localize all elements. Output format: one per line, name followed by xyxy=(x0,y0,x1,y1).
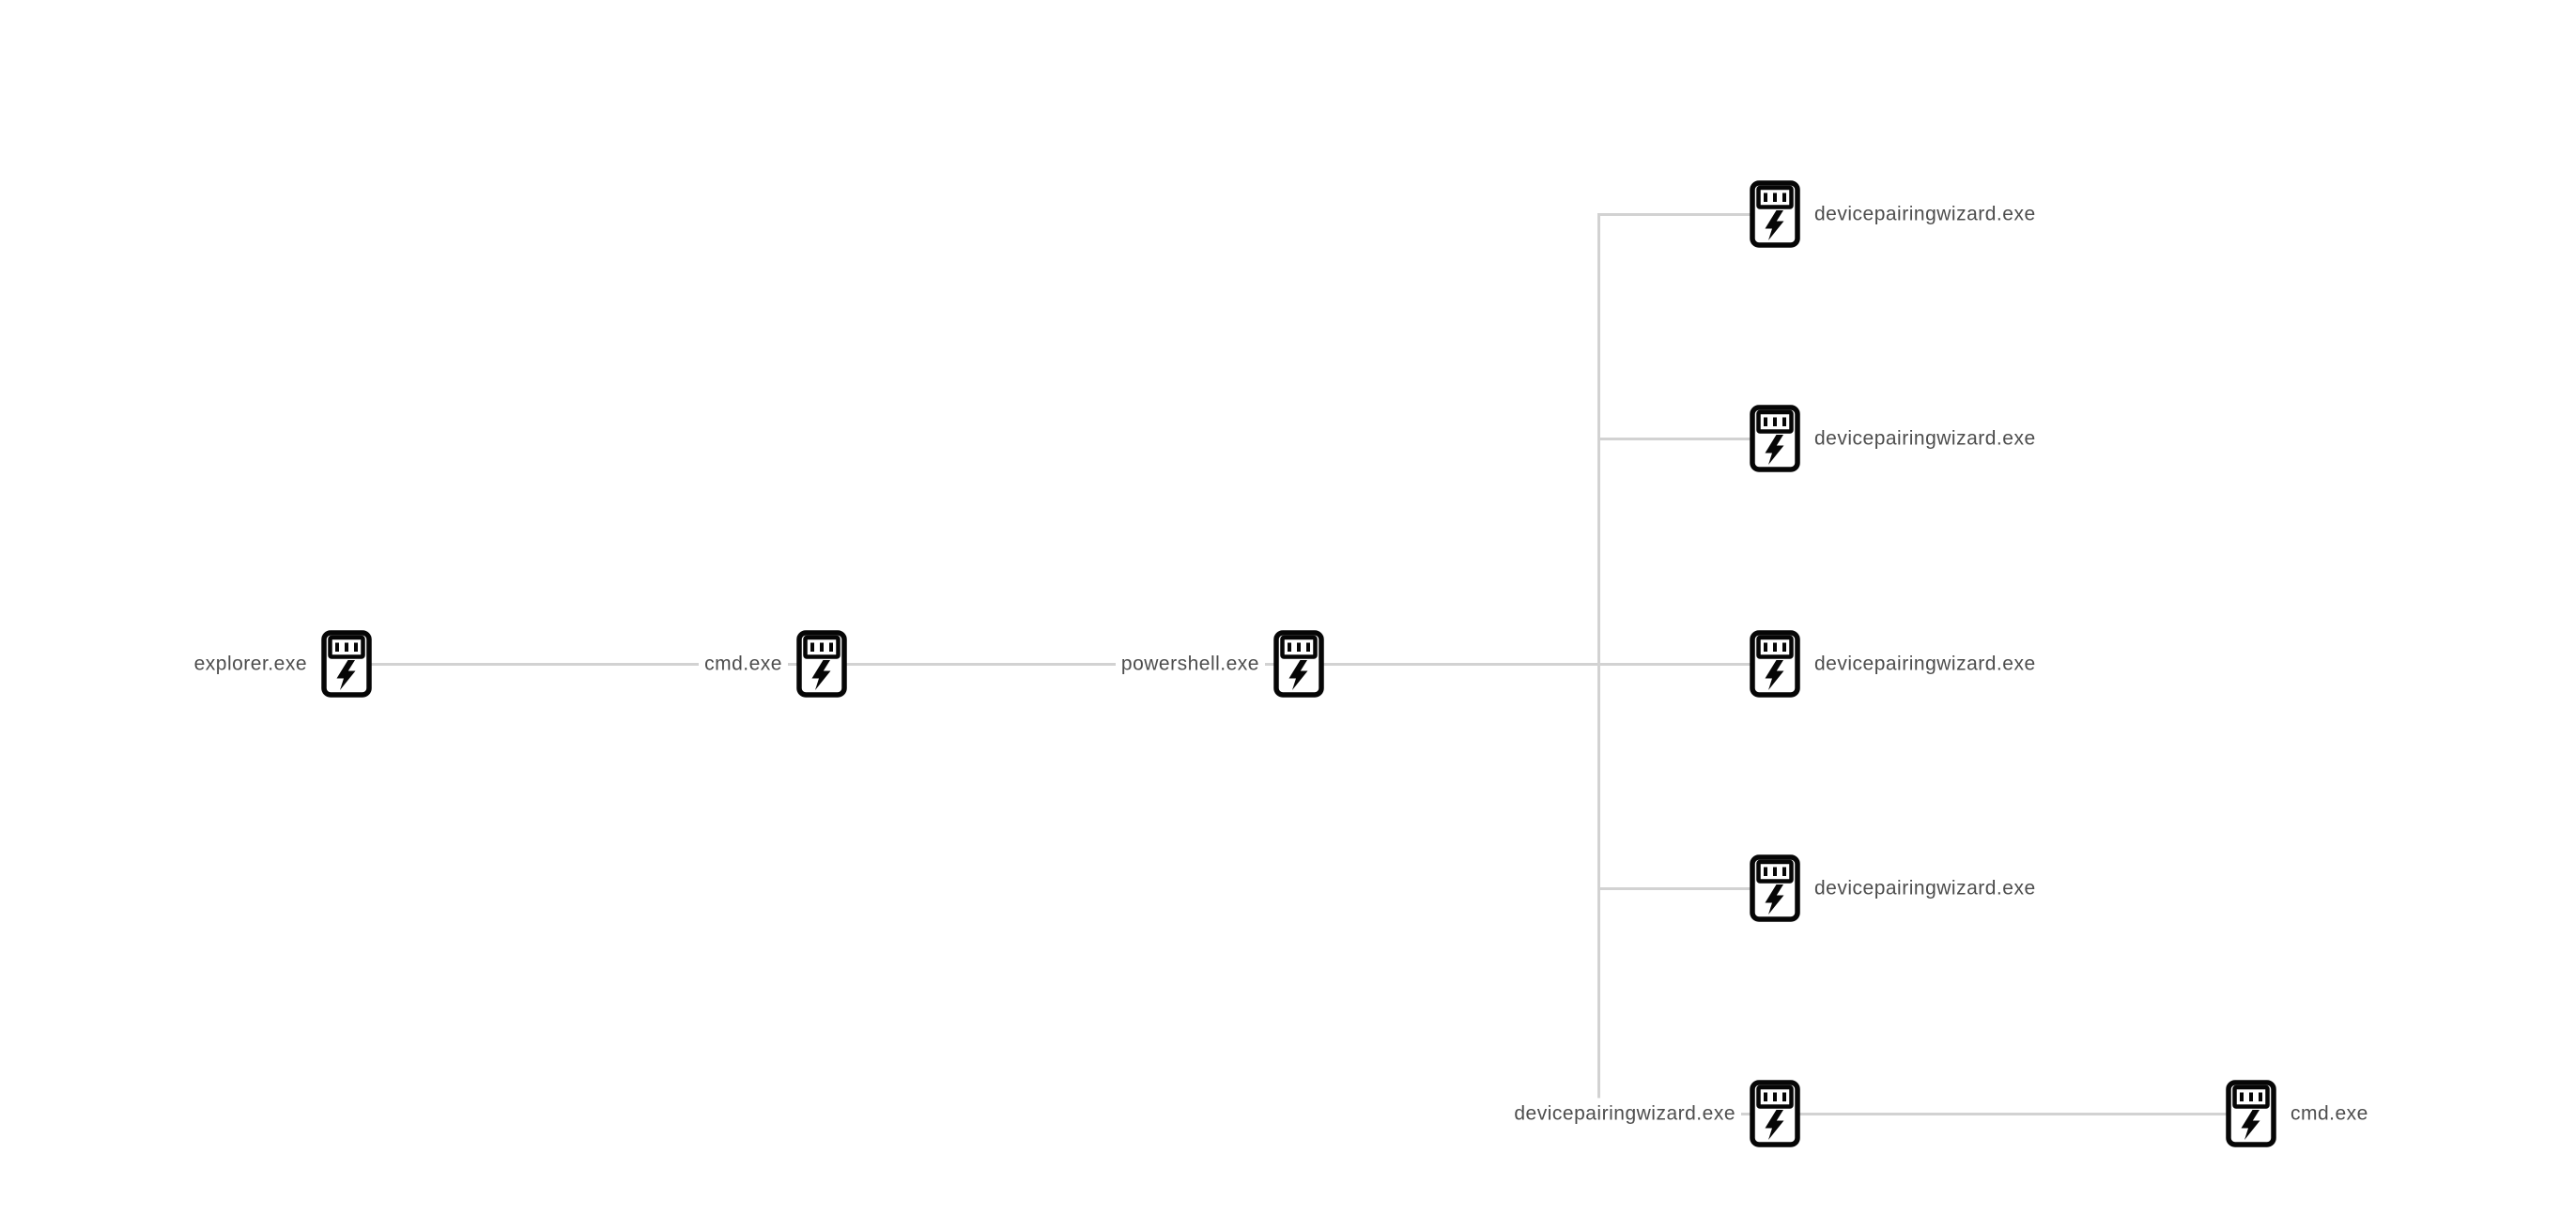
node-devicepairingwizard-exe-5[interactable]: devicepairingwizard.exe xyxy=(1508,1080,1800,1147)
edge-devicepairingwizard-5-to-cmd-2 xyxy=(1775,1112,2251,1115)
node-label: cmd.exe xyxy=(699,648,788,680)
node-label: cmd.exe xyxy=(2285,1098,2374,1130)
process-icon[interactable] xyxy=(1750,180,1800,248)
process-icon[interactable] xyxy=(1750,405,1800,472)
node-label: devicepairingwizard.exe xyxy=(1809,872,2042,904)
node-label: devicepairingwizard.exe xyxy=(1508,1098,1741,1130)
process-icon[interactable] xyxy=(1750,630,1800,698)
node-devicepairingwizard-exe-2[interactable]: devicepairingwizard.exe xyxy=(1750,405,2042,472)
edge-branch-devicepairingwizard-1 xyxy=(1597,212,1776,216)
process-icon[interactable] xyxy=(2226,1080,2276,1147)
process-icon[interactable] xyxy=(796,630,847,698)
node-cmd-exe-2[interactable]: cmd.exe xyxy=(2226,1080,2374,1147)
node-label: powershell.exe xyxy=(1115,648,1265,680)
edge-branch-devicepairingwizard-2 xyxy=(1597,437,1776,440)
edge-trunk-powershell-children xyxy=(1597,212,1600,1115)
node-devicepairingwizard-exe-4[interactable]: devicepairingwizard.exe xyxy=(1750,854,2042,922)
node-explorer-exe[interactable]: explorer.exe xyxy=(188,630,372,698)
process-icon[interactable] xyxy=(1273,630,1324,698)
node-label: explorer.exe xyxy=(188,648,313,680)
node-devicepairingwizard-exe-3[interactable]: devicepairingwizard.exe xyxy=(1750,630,2042,698)
process-icon[interactable] xyxy=(321,630,372,698)
node-cmd-exe-1[interactable]: cmd.exe xyxy=(699,630,847,698)
edge-explorer-to-devicepairingwizard-3 xyxy=(347,662,1775,666)
node-label: devicepairingwizard.exe xyxy=(1809,423,2042,454)
edge-branch-devicepairingwizard-4 xyxy=(1597,886,1776,890)
process-icon[interactable] xyxy=(1750,1080,1800,1147)
node-label: devicepairingwizard.exe xyxy=(1809,648,2042,680)
process-icon[interactable] xyxy=(1750,854,1800,922)
node-devicepairingwizard-exe-1[interactable]: devicepairingwizard.exe xyxy=(1750,180,2042,248)
node-powershell-exe[interactable]: powershell.exe xyxy=(1115,630,1324,698)
node-label: devicepairingwizard.exe xyxy=(1809,198,2042,230)
